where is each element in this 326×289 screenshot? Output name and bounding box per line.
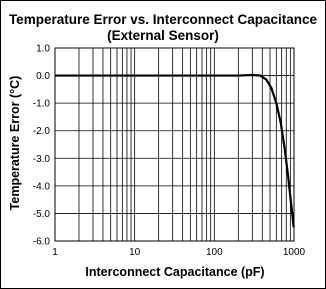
x-tick-label: 1 [52, 247, 58, 258]
series-layer [55, 73, 295, 228]
y-tick-label: -6.0 [33, 237, 51, 248]
x-tick-labels: 1 10 100 1000 [52, 247, 305, 258]
y-tick-label: -5.0 [33, 209, 51, 220]
x-tick-label: 1000 [283, 247, 306, 258]
y-tick-label: 1.0 [36, 44, 50, 55]
y-tick-label: -4.0 [33, 181, 51, 192]
y-tick-label: -2.0 [33, 126, 51, 137]
series-line [55, 73, 295, 228]
x-tick-label: 100 [206, 247, 223, 258]
grid [54, 47, 294, 242]
y-tick-labels: 1.0 0.0 -1.0 -2.0 -3.0 -4.0 -5.0 -6.0 [33, 44, 51, 248]
plot-frame [54, 47, 295, 242]
y-tick-label: -1.0 [33, 99, 51, 110]
x-tick-label: 10 [129, 247, 141, 258]
y-tick-label: -3.0 [33, 154, 51, 165]
y-tick-label: 0.0 [36, 71, 50, 82]
chart-subtitle: (External Sensor) [107, 28, 219, 43]
x-axis-label: Interconnect Capacitance (pF) [85, 265, 264, 279]
y-axis-label: Temperature Error (°C) [8, 76, 22, 211]
chart-title: Temperature Error vs. Interconnect Capac… [9, 12, 318, 27]
